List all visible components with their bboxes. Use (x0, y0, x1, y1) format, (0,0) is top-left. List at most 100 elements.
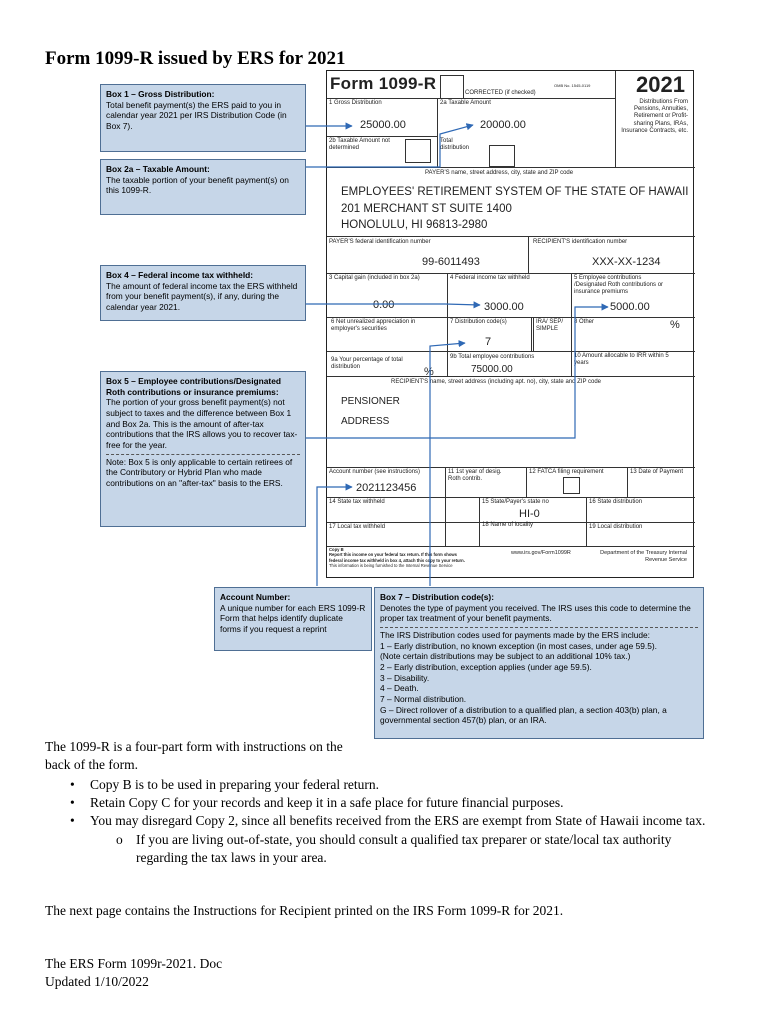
payer-label: PAYER'S name, street address, city, stat… (425, 170, 574, 176)
footer: The ERS Form 1099r-2021. Doc Updated 1/1… (45, 955, 222, 991)
footer-line1: The ERS Form 1099r-2021. Doc (45, 956, 223, 971)
box14-label: 14 State tax withheld (329, 499, 385, 505)
box17-label: 17 Local tax withheld (329, 524, 386, 530)
box7-label: 7 Distribution code(s) (450, 319, 507, 325)
void-checkbox (440, 75, 464, 99)
payer-street: 201 MERCHANT ST SUITE 1400 (341, 202, 512, 215)
bullet-copy-2: You may disregard Copy 2, since all bene… (70, 812, 720, 830)
intro-paragraph: The 1099-R is a four-part form with inst… (45, 739, 343, 772)
box2a-label: 2a Taxable Amount (440, 100, 491, 106)
callout-box1-title: Box 1 – Gross Distribution: (106, 89, 215, 99)
page-title: Form 1099-R issued by ERS for 2021 (45, 48, 346, 69)
box13-label: 13 Date of Payment (630, 469, 684, 475)
distributions-description: Distributions From Pensions, Annuities, … (621, 99, 688, 134)
irs-url: www.irs.gov/Form1099R (511, 550, 571, 556)
total-distribution-label: Total distribution (440, 138, 470, 151)
treasury-department: Department of the Treasury Internal Reve… (600, 550, 687, 564)
bullet-copy-b: Copy B is to be used in preparing your f… (70, 776, 720, 794)
box6-label: 6 Net unrealized appreciation in employe… (331, 319, 416, 332)
form-title: Form 1099-R (330, 74, 437, 93)
callout-box1: Box 1 – Gross Distribution: Total benefi… (100, 84, 306, 152)
bullet-copy-c: Retain Copy C for your records and keep … (70, 794, 720, 812)
callout-box7-code1: 1 – Early distribution, no known excepti… (380, 640, 657, 651)
footer-line2: Updated 1/10/2022 (45, 974, 149, 990)
box10-label: 10 Amount allocable to IRR within 5 year… (574, 353, 669, 366)
box4-label: 4 Federal income tax withheld (450, 275, 530, 281)
box19-label: 19 Local distribution (589, 524, 643, 530)
recipient-label: RECIPIENT'S name, street address (includ… (391, 379, 602, 385)
copy-instructions-list: Copy B is to be used in preparing your f… (70, 776, 720, 867)
callout-box7-text: Denotes the type of payment you received… (380, 602, 691, 624)
callout-box4-title: Box 4 – Federal income tax withheld: (106, 270, 254, 280)
box9a-label: 9a Your percentage of total distribution (331, 357, 403, 370)
callout-account-title: Account Number: (220, 592, 291, 602)
callout-box7-code7: 7 – Normal distribution. (380, 694, 467, 705)
callout-box7-codes-intro: The IRS Distribution codes used for paym… (380, 630, 650, 641)
callout-box7-codeG: G – Direct rollover of a distribution to… (380, 704, 667, 726)
box2b-checkbox (405, 139, 431, 163)
callout-box4: Box 4 – Federal income tax withheld: The… (100, 265, 306, 321)
callout-box5-title: Box 5 – Employee contributions/Designate… (106, 376, 281, 397)
sub-bullet-marker: o (116, 831, 123, 847)
copy-b-notice: Copy B Report this income on your federa… (329, 547, 529, 569)
box11-label: 11 1st year of desig. Roth contrib. (448, 469, 502, 482)
callout-box5-note: Note: Box 5 is only applicable to certai… (106, 456, 293, 489)
box8-label: 8 Other (574, 319, 595, 325)
box3-value: 0.00 (373, 299, 395, 311)
box1-label: 1 Gross Distribution (329, 100, 382, 106)
box15-label: 15 State/Payer's state no (482, 499, 549, 505)
recipient-name: PENSIONER (341, 396, 400, 407)
callout-box7-code1-note: (Note certain distributions may be subje… (380, 651, 631, 662)
sub-bullet-out-of-state: o If you are living out-of-state, you sh… (70, 831, 720, 867)
recipient-id-value: XXX-XX-1234 (592, 256, 661, 268)
box5-label: 5 Employee contributions /Designated Rot… (574, 275, 664, 295)
box9a-percent: % (424, 366, 434, 378)
box4-value: 3000.00 (484, 301, 524, 313)
next-page-note: The next page contains the Instructions … (45, 903, 564, 918)
callout-box7-title: Box 7 – Distribution code(s): (380, 592, 495, 602)
recipient-address: ADDRESS (341, 415, 390, 427)
callout-box7-code3: 3 – Disability. (380, 672, 430, 683)
copy-b-title: Copy B (329, 547, 344, 552)
callout-box2a-text: The taxable portion of your benefit paym… (106, 174, 289, 196)
account-number-label: Account number (see instructions) (329, 469, 421, 475)
callout-box7-code2: 2 – Early distribution, exception applie… (380, 662, 592, 673)
payer-city: HONOLULU, HI 96813-2980 (341, 219, 488, 232)
box1-value: 25000.00 (360, 119, 406, 131)
box15-value: HI-0 (519, 508, 540, 520)
payer-fid-value: 99-6011493 (422, 256, 480, 268)
box8-percent: % (670, 319, 680, 331)
callout-box2a-title: Box 2a – Taxable Amount: (106, 164, 210, 174)
callout-box7: Box 7 – Distribution code(s): Denotes th… (374, 587, 704, 739)
recipient-address-block: PENSIONER ADDRESS (341, 392, 400, 431)
callout-box2a: Box 2a – Taxable Amount: The taxable por… (100, 159, 306, 215)
account-number-value: 2021123456 (356, 482, 417, 494)
copy-b-line2: federal income tax withheld in box 4, at… (329, 557, 465, 563)
box2b-label: 2b Taxable Amount not determined (329, 138, 390, 151)
box5-value: 5000.00 (610, 301, 650, 313)
ira-sep-simple-label: IRA/ SEP/ SIMPLE (536, 319, 564, 332)
payer-name: EMPLOYEES' RETIREMENT SYSTEM OF THE STAT… (341, 186, 689, 198)
form-1099r: Form 1099-R CORRECTED (if checked) OMB N… (326, 70, 695, 578)
callout-box1-text: Total benefit payment(s) the ERS paid to… (106, 99, 287, 132)
box7-value: 7 (485, 336, 492, 348)
copy-b-line3: This information is being furnished to t… (329, 563, 453, 569)
payer-address-block: EMPLOYEES' RETIREMENT SYSTEM OF THE STAT… (341, 184, 688, 234)
box3-label: 3 Capital gain (included in box 2a) (329, 275, 420, 281)
callout-box4-text: The amount of federal income tax the ERS… (106, 280, 298, 313)
callout-box5-text: The portion of your gross benefit paymen… (106, 397, 298, 451)
total-distribution-checkbox (489, 145, 515, 167)
form-year: 2021 (636, 72, 685, 97)
payer-fid-label: PAYER'S federal identification number (329, 239, 431, 245)
omb-number: OMB No. 1545-0119 (554, 83, 591, 88)
sub-bullet-text: If you are living out-of-state, you shou… (136, 831, 672, 865)
box12-label: 12 FATCA filing requirement (529, 469, 604, 475)
box16-label: 16 State distribution (589, 499, 643, 505)
box9b-value: 75000.00 (471, 364, 513, 375)
callout-account-number: Account Number: A unique number for each… (214, 587, 372, 651)
fatca-checkbox (563, 477, 580, 494)
box18-label: 18 Name of locality (482, 522, 534, 528)
callout-account-text: A unique number for each ERS 1099-R Form… (220, 602, 366, 635)
copy-b-line1: Report this income on your federal tax r… (329, 552, 457, 558)
recipient-id-label: RECIPIENT'S identification number (533, 239, 628, 245)
